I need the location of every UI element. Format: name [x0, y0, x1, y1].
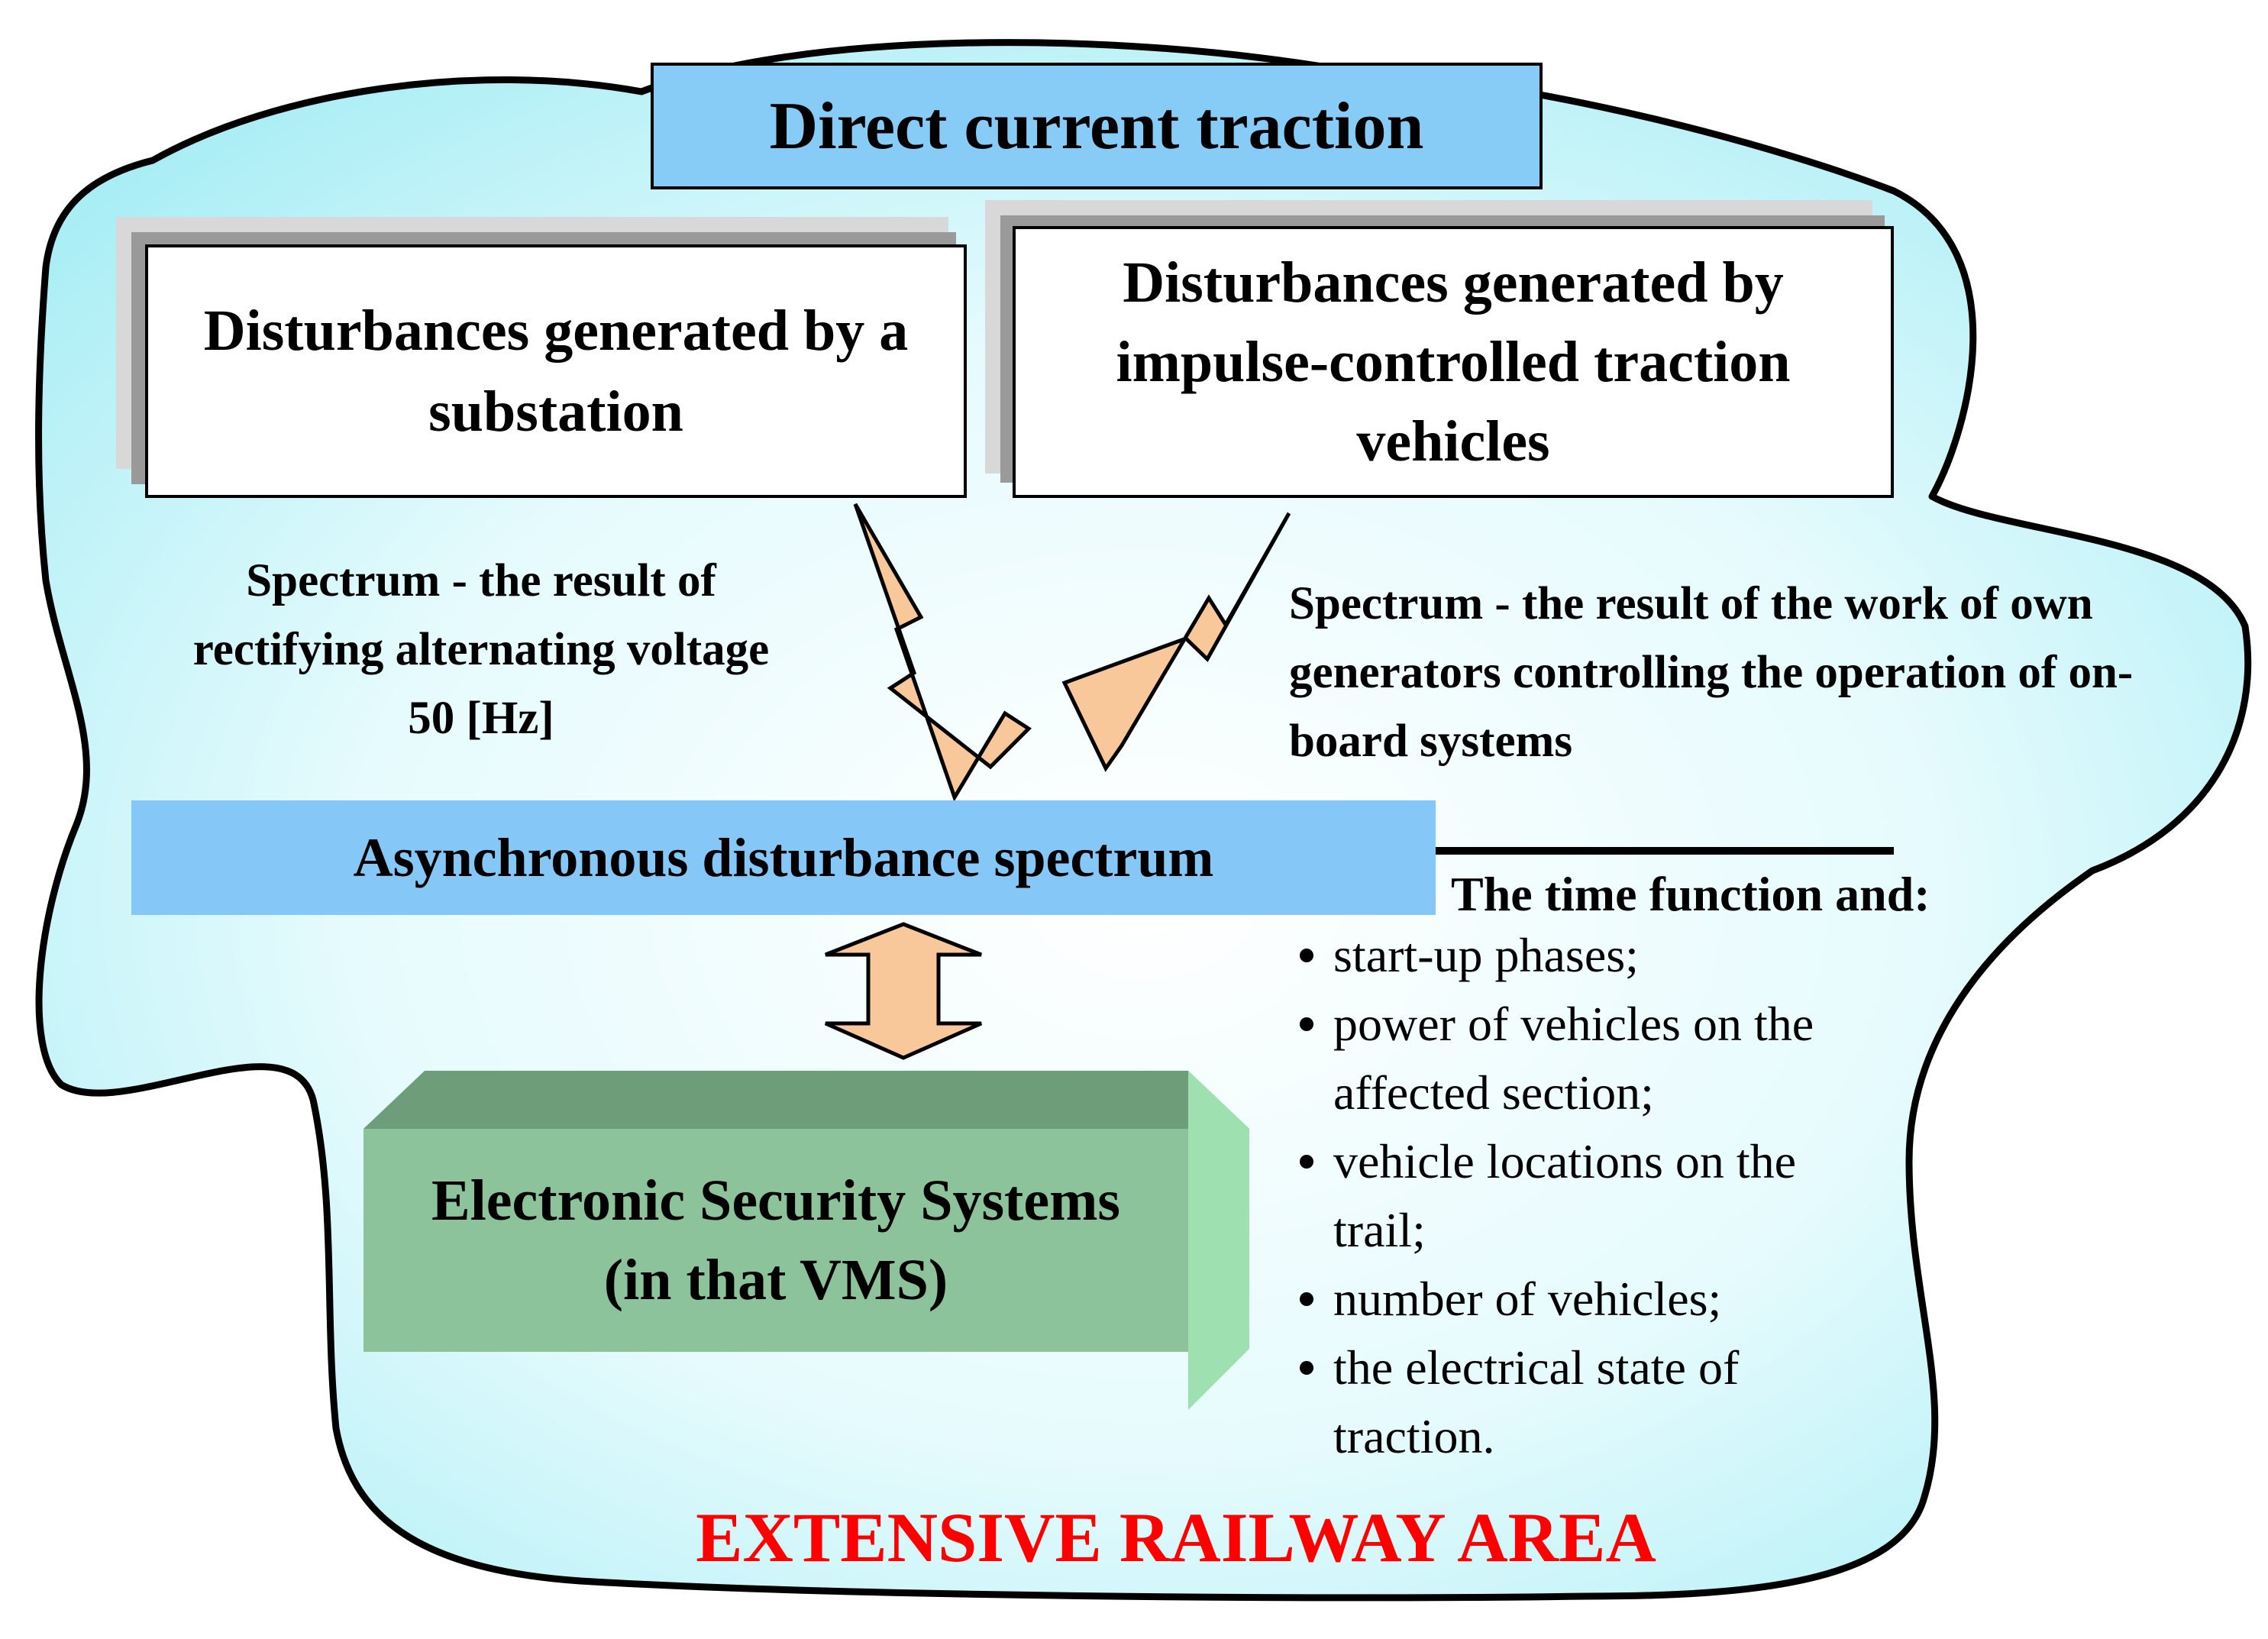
list-item: start-up phases;	[1291, 921, 1871, 990]
list-item: the electrical state of traction.	[1291, 1334, 1871, 1471]
vertical-double-arrow	[824, 922, 983, 1060]
time-function-list: start-up phases; power of vehicles on th…	[1291, 921, 1871, 1471]
railway-area-label-text: EXTENSIVE RAILWAY AREA	[696, 1498, 1656, 1576]
time-function-heading: The time function and:	[1451, 860, 2077, 929]
async-spectrum-label: Asynchronous disturbance spectrum	[353, 826, 1214, 888]
security-systems-label: Electronic Security Systems (in that VMS…	[431, 1169, 1120, 1312]
substation-box: Disturbances generated by a substation	[145, 244, 967, 498]
list-item: vehicle locations on the trail;	[1291, 1127, 1871, 1265]
left-double-arrow	[853, 503, 1032, 802]
security-box-top	[363, 1071, 1249, 1129]
railway-area-label: EXTENSIVE RAILWAY AREA	[428, 1497, 1924, 1578]
left-spectrum-text: Spectrum - the result of rectifying alte…	[192, 555, 770, 744]
substation-box-label: Disturbances generated by a substation	[203, 299, 909, 444]
right-spectrum-text: Spectrum - the result of the work of own…	[1289, 578, 2134, 767]
impulse-box-label: Disturbances generated by impulse-contro…	[1116, 251, 1791, 474]
impulse-box: Disturbances generated by impulse-contro…	[1013, 226, 1894, 498]
page-title: Direct current traction	[769, 89, 1424, 163]
security-systems-label-box: Electronic Security Systems (in that VMS…	[363, 1129, 1188, 1352]
async-spectrum-bar: Asynchronous disturbance spectrum	[131, 800, 1436, 915]
left-spectrum-note: Spectrum - the result of rectifying alte…	[168, 547, 794, 753]
right-spectrum-note: Spectrum - the result of the work of own…	[1289, 570, 2244, 776]
security-box-side	[1188, 1071, 1249, 1410]
list-item: power of vehicles on the affected sectio…	[1291, 990, 1871, 1127]
security-box-front	[363, 1129, 1188, 1352]
right-double-arrow	[1061, 512, 1291, 772]
time-function-heading-text: The time function and:	[1451, 867, 1930, 921]
title-box: Direct current traction	[651, 63, 1543, 189]
list-item: number of vehicles;	[1291, 1265, 1871, 1334]
